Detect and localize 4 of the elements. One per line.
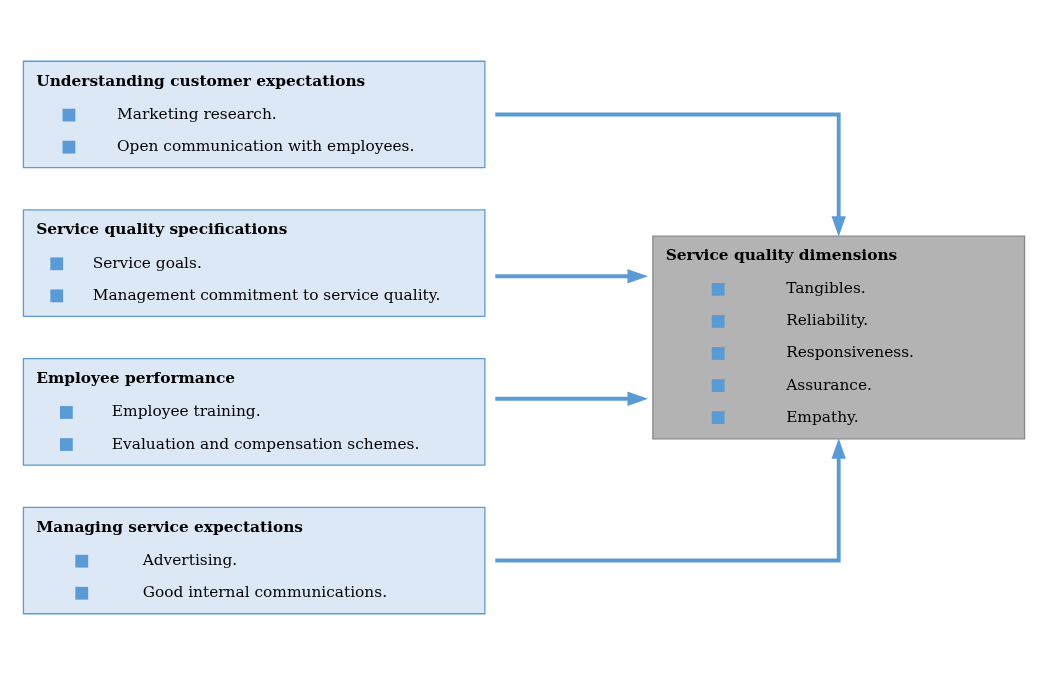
arrow [495, 112, 846, 237]
arrow [495, 438, 846, 563]
arrow [495, 269, 649, 284]
arrow [495, 391, 649, 406]
